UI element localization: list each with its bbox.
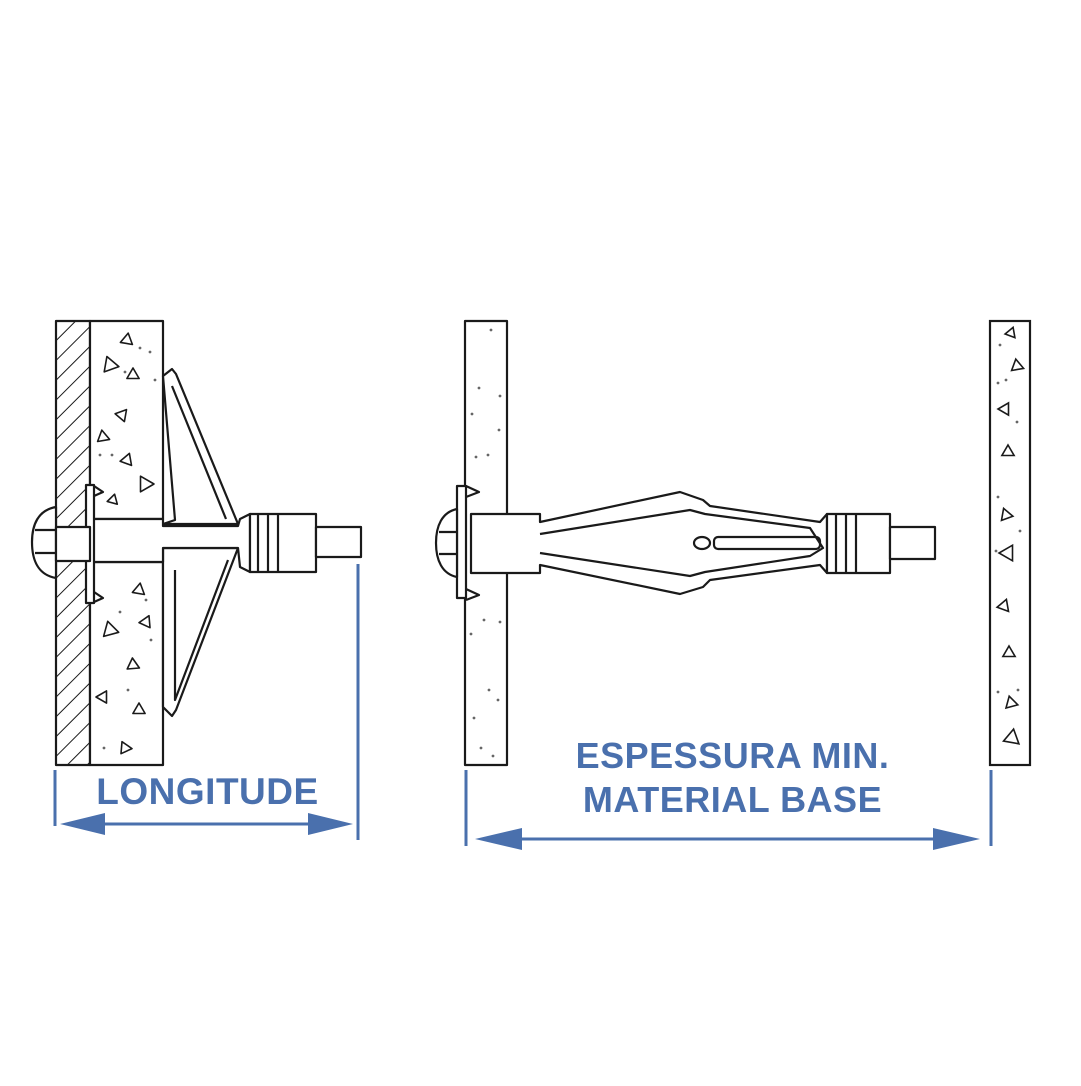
aggregate-dot [472, 716, 476, 720]
aggregate-dot [994, 549, 998, 553]
aggregate-mark [96, 429, 111, 443]
aggregate-dot [148, 350, 152, 354]
aggregate-mark [1001, 727, 1021, 745]
aggregate-mark [131, 582, 146, 596]
aggregate-dot [996, 690, 1000, 694]
longitude-label: LONGITUDE [96, 771, 319, 812]
longitude-arrow-left [60, 813, 105, 835]
anchor-collar-closed [455, 484, 468, 600]
aggregate-dot [497, 428, 501, 432]
longitude-arrow-right [308, 813, 353, 835]
thickness-dimension [464, 770, 993, 850]
aggregate-dot [1015, 420, 1019, 424]
anchor-nut [248, 512, 318, 574]
aggregate-dot [998, 343, 1002, 347]
aggregate-mark [1000, 443, 1016, 457]
aggregate-mark [120, 740, 133, 755]
aggregate-mark [95, 690, 108, 704]
aggregate-dot [123, 370, 127, 374]
aggregate-mark [126, 367, 140, 380]
aggregate-mark [997, 543, 1014, 563]
thin-board-texture [469, 328, 502, 758]
aggregate-mark [139, 475, 155, 493]
aggregate-mark [106, 493, 119, 505]
aggregate-dot [110, 453, 114, 457]
aggregate-dot [126, 688, 130, 692]
aggregate-dot [144, 598, 148, 602]
aggregate-dot [1016, 688, 1020, 692]
aggregate-dot [149, 638, 153, 642]
aggregate-dot [102, 746, 106, 750]
thickness-arrow-right [933, 828, 980, 850]
anchor-body-closed [469, 490, 829, 596]
aggregate-dot [496, 698, 500, 702]
aggregate-dot [487, 688, 491, 692]
aggregate-mark [138, 614, 151, 629]
board-panel-upper [88, 319, 165, 521]
aggregate-dot [153, 378, 157, 382]
aggregate-dot [469, 632, 473, 636]
longitude-dimension [53, 564, 360, 840]
aggregate-dot [996, 381, 1000, 385]
aggregate-mark [1000, 506, 1015, 522]
right-board-texture [994, 325, 1026, 745]
anchor-nut-closed [825, 512, 892, 575]
thickness-arrow-left [475, 828, 522, 850]
aggregate-mark [132, 702, 146, 715]
aggregate-dot [470, 412, 474, 416]
aggregate-dot [477, 386, 481, 390]
right-board-panel [988, 319, 1032, 767]
aggregate-dot [498, 394, 502, 398]
installed-anchor-assembly [30, 319, 363, 767]
aggregate-mark [996, 401, 1010, 417]
aggregate-dot [98, 453, 102, 457]
aggregate-mark [995, 597, 1010, 613]
screw-tip-closed [888, 525, 937, 561]
aggregate-mark [1004, 694, 1020, 710]
screw-tip [314, 525, 363, 559]
aggregate-mark [1010, 357, 1026, 372]
anchor-slot [712, 535, 822, 551]
aggregate-mark [102, 620, 120, 638]
aggregate-mark [119, 332, 134, 346]
screw-shank [54, 525, 92, 563]
aggregate-mark [126, 657, 141, 670]
aggregate-dot [486, 453, 490, 457]
aggregate-dot [1004, 378, 1008, 382]
unexpanded-anchor-assembly [434, 319, 937, 767]
aggregate-dot [138, 346, 142, 350]
board-aggregate-texture [95, 332, 157, 755]
aggregate-mark [114, 408, 128, 423]
aggregate-mark [1003, 325, 1016, 339]
aggregate-dot [491, 754, 495, 758]
aggregate-dot [118, 610, 122, 614]
aggregate-dot [479, 746, 483, 750]
screw-head-closed [434, 507, 459, 579]
aggregate-dot [474, 455, 478, 459]
aggregate-dot [996, 495, 1000, 499]
aggregate-dot [482, 618, 486, 622]
right-board-assembly [988, 319, 1032, 767]
aggregate-dot [498, 620, 502, 624]
min-thickness-label-line2: MATERIAL BASE [582, 779, 883, 820]
min-thickness-label-line1: ESPESSURA MIN. [575, 735, 890, 776]
aggregate-mark [119, 452, 133, 467]
aggregate-dot [489, 328, 493, 332]
aggregate-mark [103, 355, 120, 373]
board-panel-lower [88, 560, 165, 767]
aggregate-dot [1018, 529, 1022, 533]
aggregate-mark [1001, 644, 1017, 658]
screw-head [30, 505, 58, 580]
min-thickness-label: ESPESSURA MIN. MATERIAL BASE [470, 734, 995, 822]
